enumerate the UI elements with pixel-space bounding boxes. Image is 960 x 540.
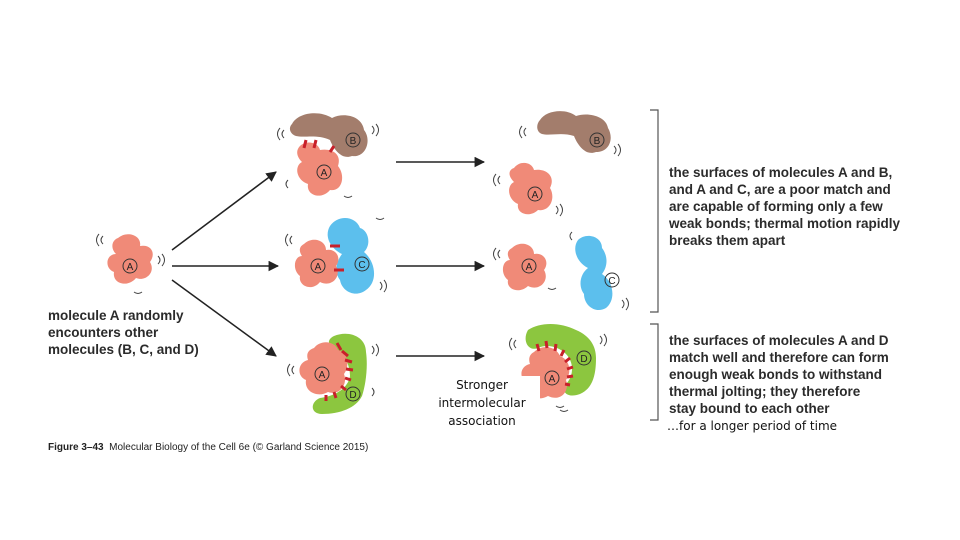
complex-ac: A C	[285, 217, 387, 294]
good-match-caption-line: enough weak bonds to withstand	[669, 367, 883, 382]
longer-period-note: …for a longer period of time	[667, 419, 838, 433]
stronger-association-line: intermolecular	[438, 396, 526, 410]
molecule-b-label-circle	[345, 132, 361, 148]
molecule-c-label: C	[608, 276, 615, 287]
molecule-a-label-circle	[310, 258, 326, 274]
molecule-d-label: D	[349, 390, 356, 401]
molecule-a-label: A	[315, 262, 322, 273]
stronger-association-line: Stronger	[456, 378, 508, 392]
weak-bonds	[535, 340, 574, 387]
molecule-a-label: A	[127, 262, 134, 273]
thermal-motion-icon	[493, 125, 621, 217]
stronger-association-note: Stronger intermolecular association	[424, 376, 540, 430]
poor-match-caption-line: breaks them apart	[669, 233, 786, 248]
thermal-motion-icon	[277, 123, 379, 198]
molecule-b-label: B	[350, 136, 357, 147]
weak-bonds	[302, 139, 336, 153]
molecule-d-label: D	[580, 354, 587, 365]
molecule-d-shape	[312, 333, 367, 414]
good-match-caption-line: thermal jolting; they therefore	[669, 384, 861, 399]
stronger-association-line: association	[448, 414, 516, 428]
molecule-d-label-circle	[345, 386, 361, 402]
weak-bonds	[330, 244, 344, 272]
left-caption-line: molecules (B, C, and D)	[48, 342, 199, 357]
molecule-a-label-circle	[122, 258, 138, 274]
separated-a-b: B A	[493, 111, 621, 217]
molecule-a-label: A	[549, 374, 556, 385]
bracket-good-match	[650, 323, 659, 421]
good-match-caption: the surfaces of molecules A and D match …	[669, 332, 949, 417]
molecule-a-label-circle	[316, 164, 332, 180]
molecule-a-label: A	[532, 190, 539, 201]
arrow-to-ab	[171, 171, 277, 251]
molecule-b-shape	[289, 113, 368, 157]
poor-match-caption-line: the surfaces of molecules A and B,	[669, 165, 893, 180]
molecule-c-shape	[327, 217, 375, 294]
molecule-a-alone: A	[96, 233, 165, 294]
left-caption-line: molecule A randomly	[48, 308, 184, 323]
poor-match-caption-line: are capable of forming only a few	[669, 199, 883, 214]
molecule-d-label-circle	[576, 350, 592, 366]
poor-match-caption: the surfaces of molecules A and B, and A…	[669, 164, 949, 249]
molecule-c-shape	[575, 235, 613, 311]
molecule-a-label-circle	[544, 370, 560, 386]
poor-match-caption-line: and A and C, are a poor match and	[669, 182, 891, 197]
left-caption: molecule A randomly encounters other mol…	[48, 307, 238, 358]
molecule-d-shape	[525, 324, 596, 396]
good-match-caption-line: match well and therefore can form	[669, 350, 889, 365]
molecule-b-shape	[537, 111, 611, 153]
good-match-caption-line: stay bound to each other	[669, 401, 830, 416]
thermal-motion-icon	[509, 333, 607, 412]
good-match-caption-line: the surfaces of molecules A and D	[669, 333, 889, 348]
bracket-poor-match	[650, 109, 659, 313]
molecule-c-label: C	[358, 260, 365, 271]
molecule-b-label-circle	[589, 132, 605, 148]
weak-bonds	[324, 342, 354, 401]
separated-a-c: A C	[493, 231, 629, 311]
thermal-motion-icon	[493, 231, 629, 311]
molecule-a-label-circle	[314, 366, 330, 382]
molecule-a-label-circle	[527, 186, 543, 202]
molecule-c-label-circle	[354, 256, 370, 272]
molecule-b-label: B	[594, 136, 601, 147]
complex-ab: B A	[277, 113, 379, 198]
molecule-a-shape	[299, 342, 348, 395]
molecule-a-label-circle	[521, 258, 537, 274]
molecule-a-shape	[502, 243, 547, 291]
left-caption-line: encounters other	[48, 325, 159, 340]
molecule-c-label-circle	[604, 272, 620, 288]
arrow-to-ad	[171, 279, 277, 357]
molecule-a-shape	[297, 142, 343, 196]
thermal-motion-icon	[285, 217, 387, 293]
molecule-a-label: A	[321, 168, 328, 179]
poor-match-caption-line: weak bonds; thermal motion rapidly	[669, 216, 901, 231]
thermal-motion-icon	[96, 233, 165, 294]
figure-credit: Figure 3–43 Molecular Biology of the Cel…	[48, 442, 408, 453]
molecule-a-label: A	[526, 262, 533, 273]
molecule-a-shape	[294, 239, 339, 288]
thermal-motion-icon	[287, 343, 379, 397]
molecule-a-label: A	[319, 370, 326, 381]
complex-ad: A D	[287, 333, 379, 414]
figure-credit-source: Molecular Biology of the Cell 6e (© Garl…	[109, 442, 369, 453]
figure-credit-label: Figure 3–43	[48, 442, 104, 453]
